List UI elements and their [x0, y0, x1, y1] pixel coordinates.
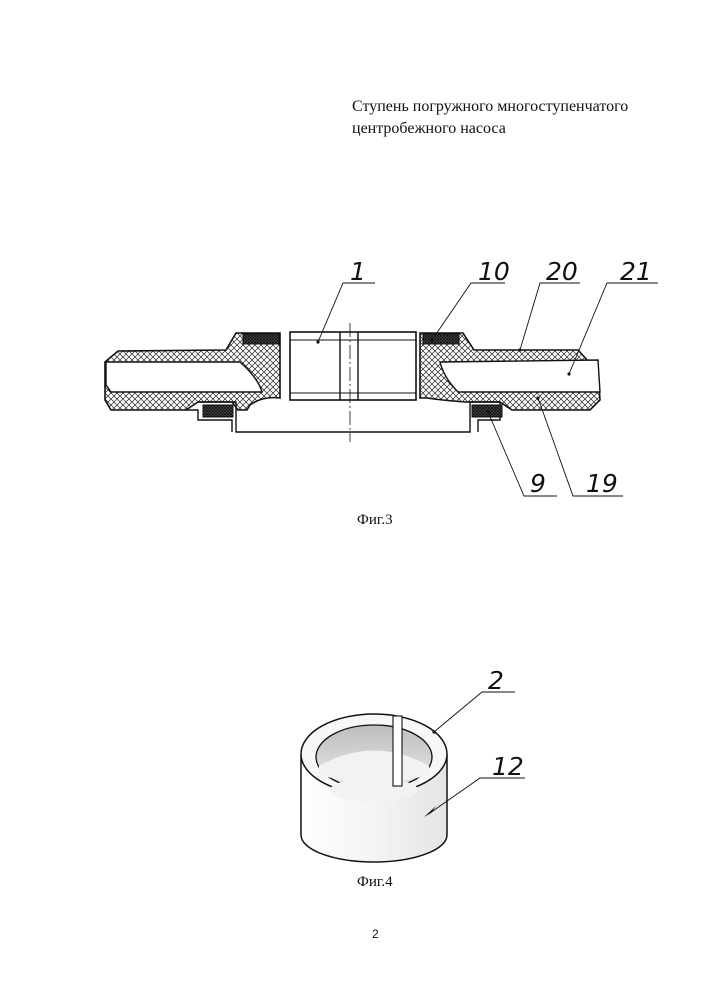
ring-groove [393, 716, 402, 786]
seal-top-left [243, 334, 279, 344]
label-20: 20 [546, 257, 578, 286]
page-number: 2 [372, 927, 379, 941]
label-1: 1 [350, 257, 366, 286]
figure-4-caption: Фиг.4 [357, 874, 393, 891]
label-9: 9 [530, 469, 546, 498]
label-19: 19 [586, 469, 618, 498]
label-10: 10 [478, 257, 510, 286]
seal-bottom-left [203, 405, 233, 417]
channel-21 [440, 360, 600, 392]
bushing-1 [290, 332, 416, 400]
label-12: 12 [492, 752, 524, 781]
label-21: 21 [620, 257, 652, 286]
channel-left [106, 362, 262, 392]
figure-3-caption: Фиг.3 [357, 512, 393, 529]
document-title: Ступень погружного многоступенчатого цен… [352, 96, 628, 140]
label-2: 2 [488, 666, 504, 695]
figure-4-drawing: 2 12 [0, 660, 707, 870]
seal-10 [423, 334, 459, 344]
figure-3-drawing: 1 10 20 21 9 19 [0, 240, 707, 510]
